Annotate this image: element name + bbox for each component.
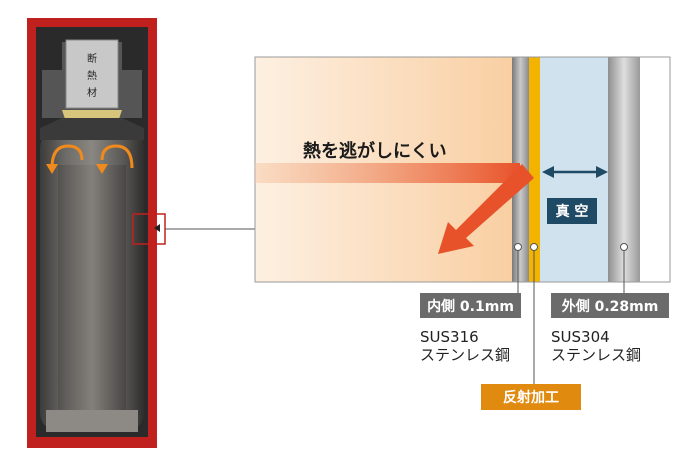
heat-band: [255, 163, 520, 183]
inner-wall-thickness-label: 内側 0.1mm: [420, 293, 521, 318]
bottle-cross-section: [27, 18, 255, 448]
insulation-label-2: 熱: [87, 71, 97, 82]
heat-deflect-arrow: [438, 164, 534, 254]
outer-wall-material-type: ステンレス鋼: [551, 346, 642, 364]
lid-shoulder: [40, 118, 144, 140]
inner-wall-material: SUS316: [420, 328, 479, 346]
insulation-label-3: 材: [87, 88, 97, 99]
convection-arrow-right: [100, 144, 134, 169]
vacuum-label: 真 空: [547, 198, 597, 224]
reflective-coating-label: 反射加工: [481, 384, 581, 410]
vacuum-arrowhead-right: [596, 166, 608, 178]
insulation-block: [65, 39, 119, 109]
reflective-layer: [529, 57, 540, 282]
convection-arrowhead-left: [46, 164, 58, 174]
wall-detail-panel: [254, 56, 671, 384]
inner-wall-pointer: [514, 243, 522, 251]
detail-marker-arrow: [154, 224, 160, 232]
bottle-bottom: [46, 410, 138, 432]
outside-air: [640, 57, 670, 282]
inner-wall-material-type: ステンレス鋼: [420, 346, 511, 364]
convection-arrowhead-right: [96, 164, 108, 174]
reflective-pointer: [530, 243, 538, 251]
convection-arrow-left: [50, 144, 84, 169]
heat-retention-label: 熱を逃がしにくい: [303, 141, 447, 162]
bottle-inner-wall: [58, 165, 126, 410]
outer-wall-material: SUS304: [551, 328, 610, 346]
outer-wall-pointer: [620, 243, 628, 251]
vacuum-arrowhead-left: [542, 166, 554, 178]
insulation-label-1: 断: [87, 54, 97, 65]
outer-wall-thickness-label: 外側 0.28mm: [551, 293, 669, 318]
